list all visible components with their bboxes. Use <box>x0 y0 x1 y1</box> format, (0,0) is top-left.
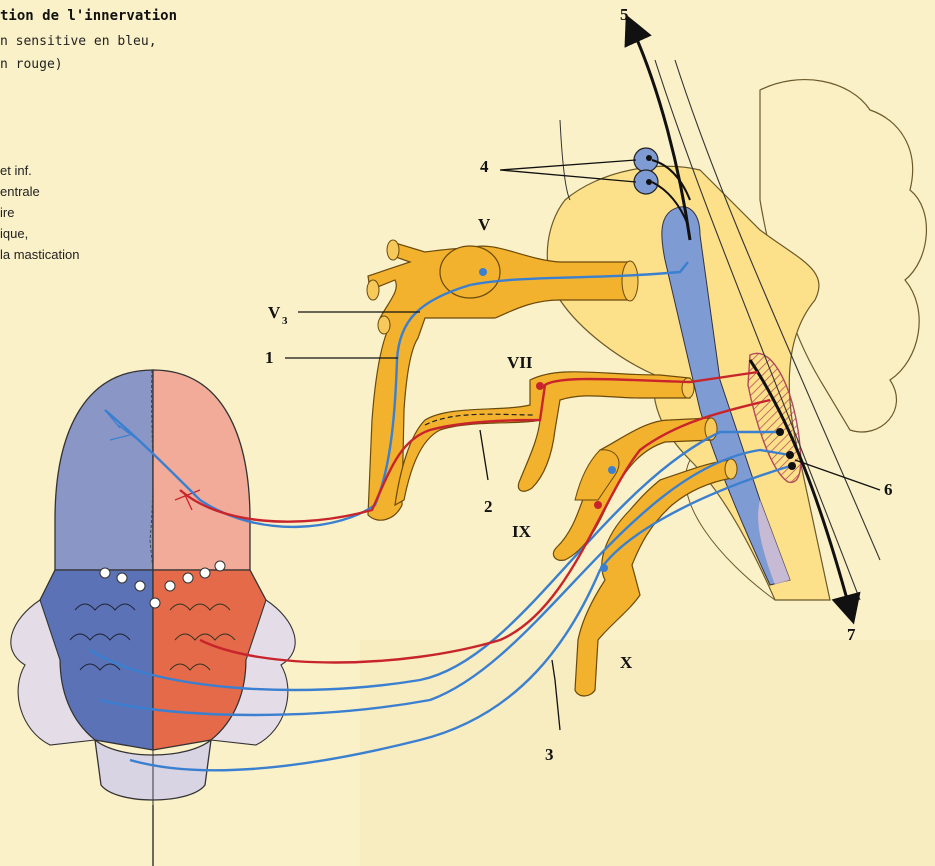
legend-fragment-3: ire <box>0 205 14 220</box>
caption-line2: n rouge) <box>0 57 63 72</box>
label-VII: VII <box>507 353 533 372</box>
label-3: 3 <box>545 745 554 764</box>
label-V3: V <box>268 303 281 322</box>
caption-title: tion de l'innervation <box>0 8 177 24</box>
label-V: V <box>478 215 491 234</box>
legend-fragment-4: ique, <box>0 226 28 241</box>
label-1: 1 <box>265 348 274 367</box>
label-IX: IX <box>512 522 532 541</box>
label-V3-sub: 3 <box>282 315 288 327</box>
faded-text-area <box>360 640 935 866</box>
label-7: 7 <box>847 625 856 644</box>
caption-line1: n sensitive en bleu, <box>0 34 157 49</box>
legend-fragment-5: la mastication <box>0 247 79 262</box>
label-6: 6 <box>884 480 893 499</box>
label-4: 4 <box>480 157 489 176</box>
label-2: 2 <box>484 497 493 516</box>
legend-fragment-2: entrale <box>0 184 40 199</box>
label-5: 5 <box>620 5 629 24</box>
legend-fragment-1: et inf. <box>0 163 32 178</box>
label-X: X <box>620 653 633 672</box>
